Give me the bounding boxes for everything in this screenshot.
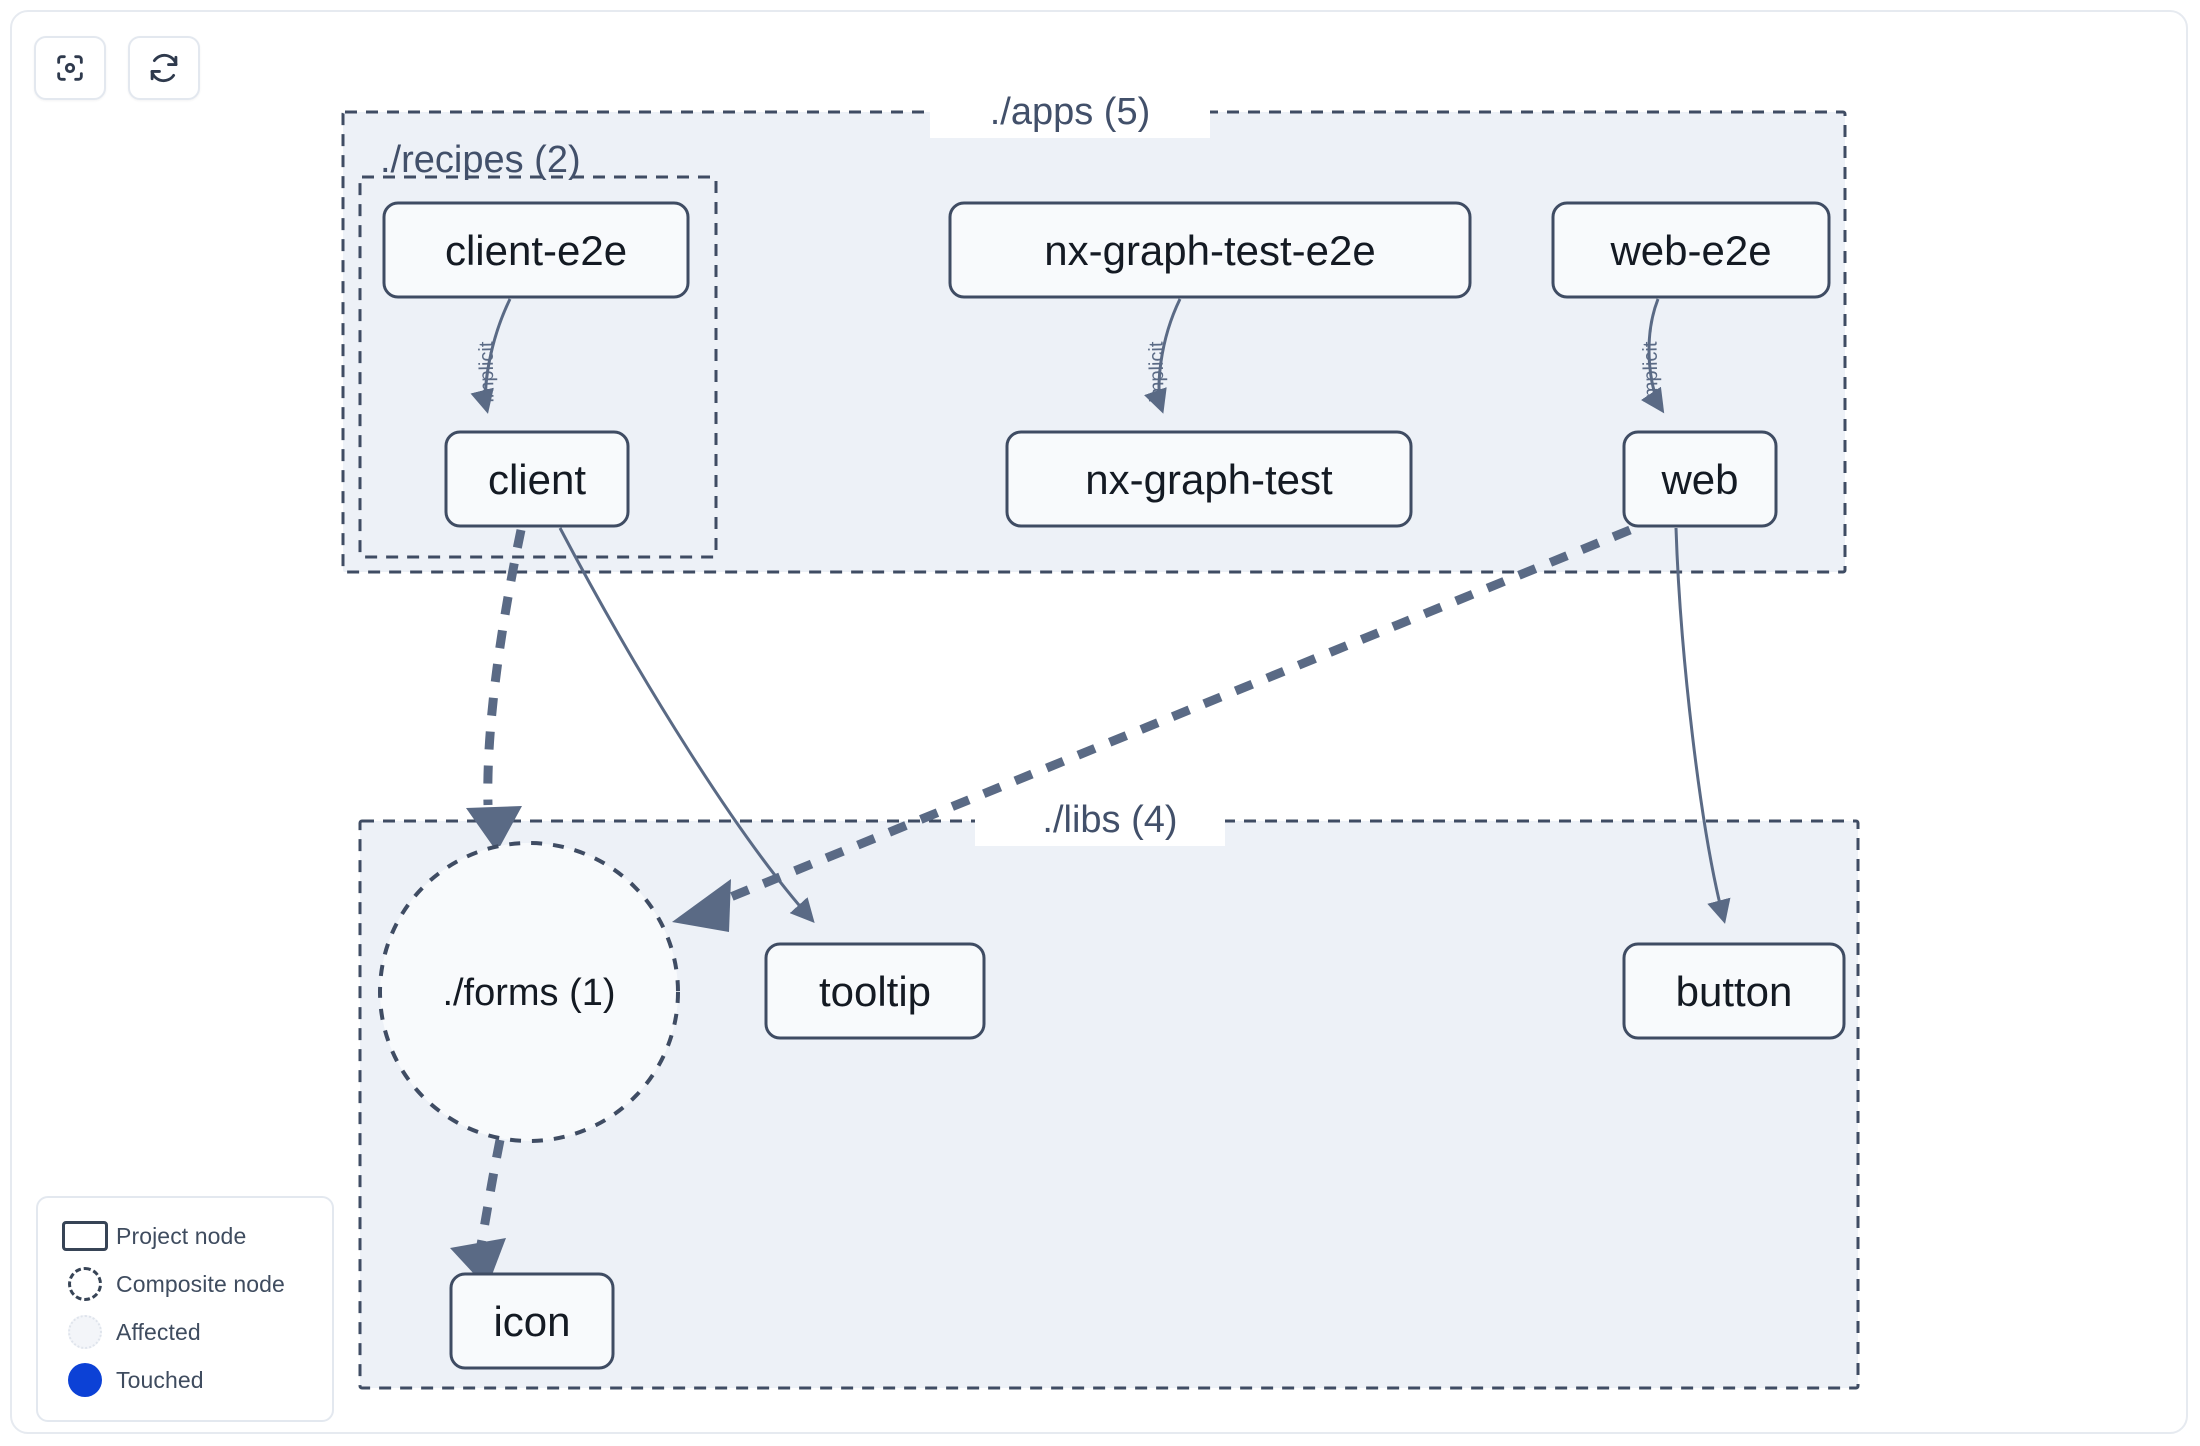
- node-icon[interactable]: icon: [449, 1272, 615, 1370]
- node-tooltip[interactable]: tooltip: [764, 942, 986, 1040]
- group-apps-label: ./apps (5): [990, 91, 1151, 133]
- node-web[interactable]: web: [1622, 430, 1778, 528]
- group-recipes-label: ./recipes (2): [380, 139, 581, 181]
- node-tooltip-label: tooltip: [819, 968, 931, 1015]
- legend-item-project-node: Project node: [54, 1212, 316, 1260]
- edge-nx-graph-test-e2e-nx-graph-test[interactable]: implicit: [1144, 298, 1182, 414]
- legend-label-touched: Touched: [116, 1366, 204, 1393]
- node-client-e2e-label: client-e2e: [445, 227, 627, 274]
- node-web-e2e[interactable]: web-e2e: [1551, 201, 1831, 299]
- node-web-e2e-label: web-e2e: [1609, 227, 1771, 274]
- node-nx-graph-test-label: nx-graph-test: [1085, 456, 1333, 503]
- legend-item-touched: Touched: [54, 1356, 316, 1404]
- node-client-label: client: [488, 456, 586, 503]
- group-apps-label-bg: [930, 82, 1210, 138]
- node-forms-label: ./forms (1): [442, 972, 615, 1014]
- node-button-label: button: [1676, 968, 1793, 1015]
- edge-web-button[interactable]: [1674, 527, 1731, 924]
- edge-label-client-e2e-client: implicit: [475, 341, 498, 403]
- edge-web-forms[interactable]: [672, 525, 1632, 932]
- legend-item-affected: Affected: [54, 1308, 316, 1356]
- edge-client-forms[interactable]: [466, 529, 526, 852]
- project-node-glyph: [54, 1221, 116, 1251]
- node-forms-composite[interactable]: ./forms (1): [378, 841, 680, 1143]
- node-nx-graph-test[interactable]: nx-graph-test: [1005, 430, 1413, 528]
- edge-label-web-e2e-web: implicit: [1639, 341, 1662, 403]
- legend-item-composite-node: Composite node: [54, 1260, 316, 1308]
- graph-toolbar: [34, 36, 200, 100]
- group-libs-label-bg: [975, 790, 1225, 846]
- node-icon-label: icon: [493, 1298, 570, 1345]
- edge-label-nx-graph-test-e2e-nx-graph-test: implicit: [1145, 341, 1168, 403]
- group-libs-label: ./libs (4): [1042, 799, 1177, 841]
- node-nx-graph-test-e2e[interactable]: nx-graph-test-e2e: [948, 201, 1472, 299]
- edge-forms-icon[interactable]: [450, 1139, 506, 1288]
- legend-label-composite-node: Composite node: [116, 1270, 285, 1297]
- edge-client-tooltip[interactable]: [558, 527, 815, 923]
- refresh-graph-button[interactable]: [128, 36, 200, 100]
- affected-glyph: [54, 1315, 116, 1349]
- touched-glyph: [54, 1363, 116, 1397]
- node-client-e2e[interactable]: client-e2e: [382, 201, 690, 299]
- node-button[interactable]: button: [1622, 942, 1846, 1040]
- graph-legend: Project node Composite node Affected Tou…: [36, 1196, 334, 1422]
- group-libs[interactable]: ./libs (4): [358, 790, 1860, 1390]
- focus-graph-button[interactable]: [34, 36, 106, 100]
- refresh-icon: [147, 51, 181, 85]
- node-web-label: web: [1660, 456, 1738, 503]
- legend-label-affected: Affected: [116, 1318, 201, 1345]
- node-client[interactable]: client: [444, 430, 630, 528]
- legend-label-project-node: Project node: [116, 1222, 247, 1249]
- node-nx-graph-test-e2e-label: nx-graph-test-e2e: [1044, 227, 1376, 274]
- edge-client-e2e-client[interactable]: implicit: [470, 298, 512, 414]
- focus-icon: [53, 51, 87, 85]
- composite-node-glyph: [54, 1267, 116, 1301]
- edge-web-e2e-web[interactable]: implicit: [1639, 298, 1665, 414]
